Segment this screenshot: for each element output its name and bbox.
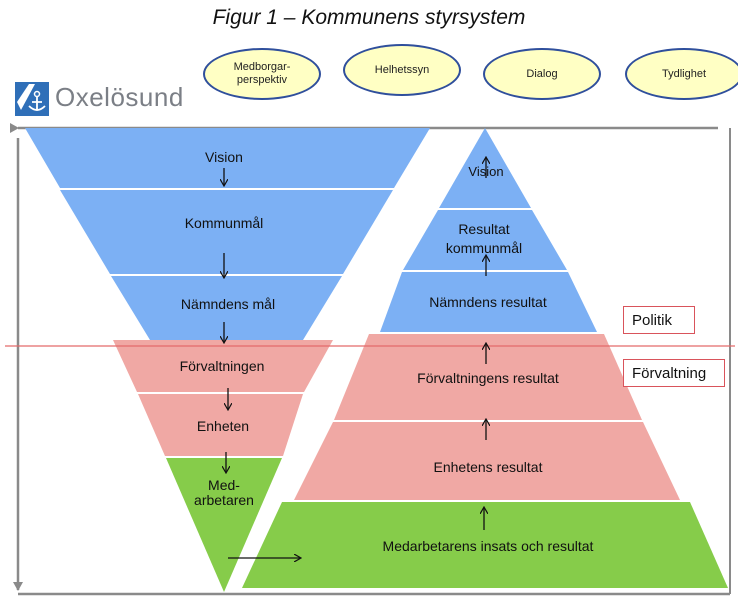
pyramid-vision-band	[439, 128, 531, 208]
funnel-namnd-band	[111, 276, 342, 340]
funnel-forvaltning-band	[113, 340, 333, 392]
anchor-icon	[15, 82, 49, 116]
value-ellipse-tydlighet: Tydlighet	[625, 48, 738, 100]
value-ellipse-helhetssyn: Helhetssyn	[343, 44, 461, 96]
pyramid-forvaltning-label: Förvaltningens resultat	[417, 370, 559, 386]
pyramid-medarbetare-band	[242, 502, 728, 588]
pyramid-enhet-band	[294, 422, 680, 500]
funnel-medarbetare-band	[166, 458, 282, 592]
value-label: Dialog	[526, 67, 558, 80]
pyramid-forvaltning-band	[334, 334, 642, 420]
funnel-kommunmal-band	[60, 190, 393, 274]
value-label: Medborgar-perspektiv	[233, 61, 291, 86]
value-ellipse-dialog: Dialog	[483, 48, 601, 100]
pyramid-namnd-label: Nämndens resultat	[429, 294, 547, 310]
pyramid-vision-label: Vision	[468, 164, 503, 179]
value-label: Tydlighet	[661, 67, 707, 80]
pyramid-resultat-band	[403, 210, 567, 270]
pyramid-resultat-label-2: kommunmål	[446, 240, 522, 256]
value-ellipse-medborgarperspektiv: Medborgar-perspektiv	[203, 48, 321, 100]
funnel-vision-label: Vision	[205, 149, 243, 165]
funnel-enhet-label: Enheten	[197, 418, 249, 434]
funnel-medarbetare-label-2: arbetaren	[194, 492, 254, 508]
pyramid-medarbetare-label: Medarbetarens insats och resultat	[383, 538, 594, 554]
oxelosund-logo: Oxelösund	[15, 82, 205, 122]
politik-label: Politik	[623, 306, 695, 334]
figure-title: Figur 1 – Kommunens styrsystem	[212, 6, 526, 29]
logo-wordmark: Oxelösund	[55, 82, 184, 112]
funnel-forvaltning-label: Förvaltningen	[180, 358, 265, 374]
funnel-enhet-band	[138, 394, 303, 456]
pyramid-enhet-label: Enhetens resultat	[434, 459, 543, 475]
funnel-vision-band	[25, 128, 430, 188]
pyramid-resultat-label-1: Resultat	[458, 221, 509, 237]
funnel-medarbetare-label-1: Med-	[208, 477, 240, 493]
pyramid-namnd-band	[380, 272, 597, 332]
forvaltning-label: Förvaltning	[623, 359, 725, 387]
funnel-namnd-label: Nämndens mål	[181, 296, 275, 312]
funnel-kommunmal-label: Kommunmål	[185, 215, 264, 231]
value-label: Helhetssyn	[374, 63, 430, 76]
